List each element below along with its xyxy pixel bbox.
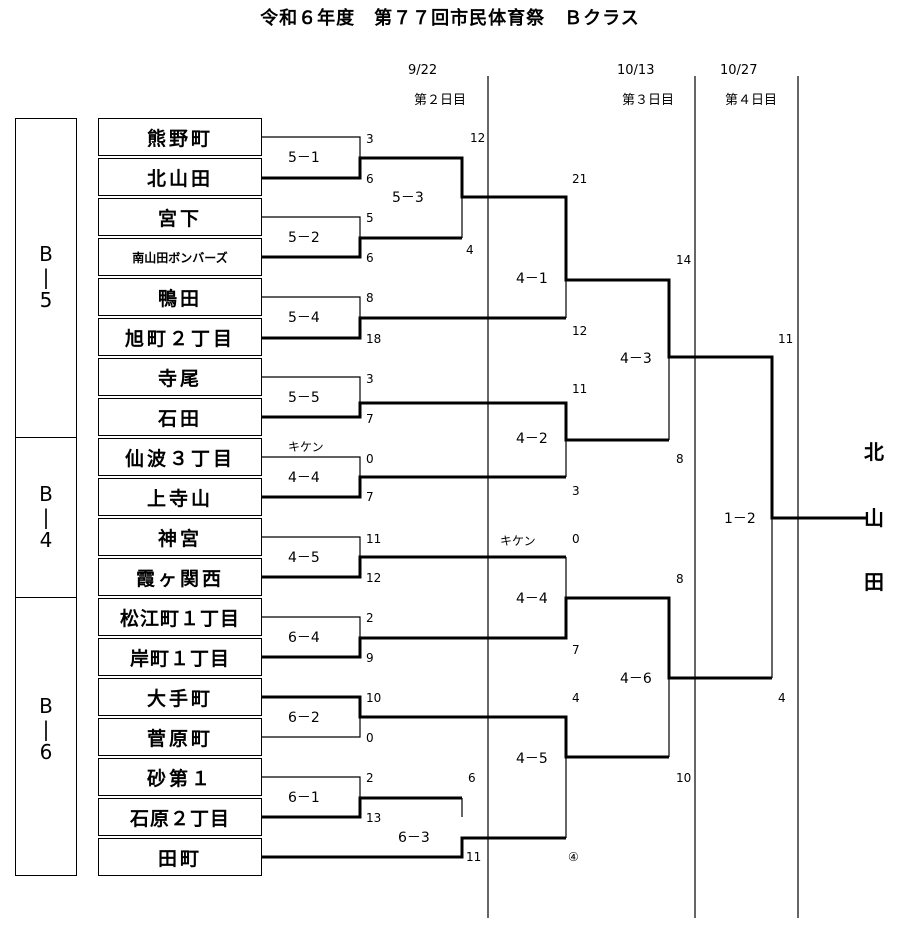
group-divider [16,597,76,598]
score: 21 [572,172,588,186]
score: 11 [778,332,794,346]
score: 9 [366,651,374,665]
match-id: 4－2 [516,431,548,447]
score: 8 [676,572,684,586]
team-kishicho-1: 岸町１丁目 [98,638,262,676]
score: 7 [366,490,374,504]
score: ④ [568,850,579,864]
match-id: 4－5 [516,751,548,767]
match-id: 4－1 [516,271,548,287]
match-id: 4－5 [288,550,320,566]
date-day2: 9/22 [408,63,438,78]
page-title: 令和６年度 第７７回市民体育祭 Ｂクラス [260,8,640,29]
score: 14 [676,253,692,267]
team-miyashita: 宮下 [98,198,262,236]
match-id: 4－3 [620,351,652,367]
match-id: 5－1 [288,150,320,166]
label-day3: 第３日目 [622,93,675,108]
score: 8 [366,291,374,305]
group-divider [16,437,76,438]
score: 4 [778,691,786,705]
champion-char: 山 [864,506,884,530]
group-column: B|5 B|4 B|6 [15,118,77,876]
match-id: 5－3 [392,190,424,206]
champion-char: 北 [864,440,884,464]
match-id: 4－6 [620,671,652,687]
champion-char: 田 [864,570,884,594]
score: 7 [572,643,580,657]
score: 13 [366,811,382,825]
team-kitayamada: 北山田 [98,158,262,196]
date-day4: 10/27 [720,63,758,78]
bracket-winner-paths [262,156,868,859]
team-sugawaracho: 菅原町 [98,718,262,756]
team-kasumigasekinishi: 霞ヶ関西 [98,558,262,596]
label-day2: 第２日目 [414,93,467,108]
match-id: 1－2 [724,511,756,527]
score: 0 [572,532,580,546]
date-day3: 10/13 [617,63,655,78]
match-id: 6－2 [288,710,320,726]
team-ishida: 石田 [98,398,262,436]
team-kumanocho: 熊野町 [98,118,262,156]
team-kamiterayama: 上寺山 [98,478,262,516]
score: 4 [466,243,474,257]
match-id: 4－4 [516,591,548,607]
score: 11 [366,532,382,546]
team-jingu: 神宮 [98,518,262,556]
score: 3 [366,372,374,386]
score: 11 [572,382,588,396]
group-label-b4: B|4 [39,482,53,552]
score: 12 [366,571,382,585]
score: 3 [572,484,580,498]
match-id: 6－4 [288,630,320,646]
score: 8 [676,452,684,466]
score: 6 [366,251,374,265]
group-label-b5: B|5 [39,242,53,312]
group-label-b6: B|6 [39,694,53,764]
score: 4 [572,691,580,705]
score: 2 [366,611,374,625]
score: 0 [366,452,374,466]
score: 5 [366,211,374,225]
team-asahicho-2: 旭町２丁目 [98,318,262,356]
team-tamachi: 田町 [98,838,262,876]
team-terao: 寺尾 [98,358,262,396]
score: 6 [366,172,374,186]
score: 2 [366,771,374,785]
score: 12 [470,131,486,145]
match-id: 4－4 [288,470,320,486]
score: 10 [366,691,382,705]
match-id: 6－3 [398,830,430,846]
match-id: 5－5 [288,390,320,406]
forfeit-note: キケン [500,534,536,548]
score: 6 [468,771,476,785]
score: 3 [366,132,374,146]
score: 12 [572,324,588,338]
team-minamiyamada-bombers: 南山田ボンバーズ [98,238,262,276]
team-matsuecho-1: 松江町１丁目 [98,598,262,636]
score: 11 [466,850,482,864]
team-sunadai-1: 砂第１ [98,758,262,796]
forfeit-note: キケン [288,440,324,454]
score: 10 [676,771,692,785]
team-senba-3: 仙波３丁目 [98,438,262,476]
label-day4: 第４日目 [725,93,778,108]
match-id: 5－4 [288,310,320,326]
score: 7 [366,412,374,426]
match-id: 6－1 [288,790,320,806]
score: 18 [366,332,382,346]
team-ishihara-2: 石原２丁目 [98,798,262,836]
match-id: 5－2 [288,230,320,246]
team-otemachi: 大手町 [98,678,262,716]
score: 0 [366,731,374,745]
team-kamoda: 鴨田 [98,278,262,316]
